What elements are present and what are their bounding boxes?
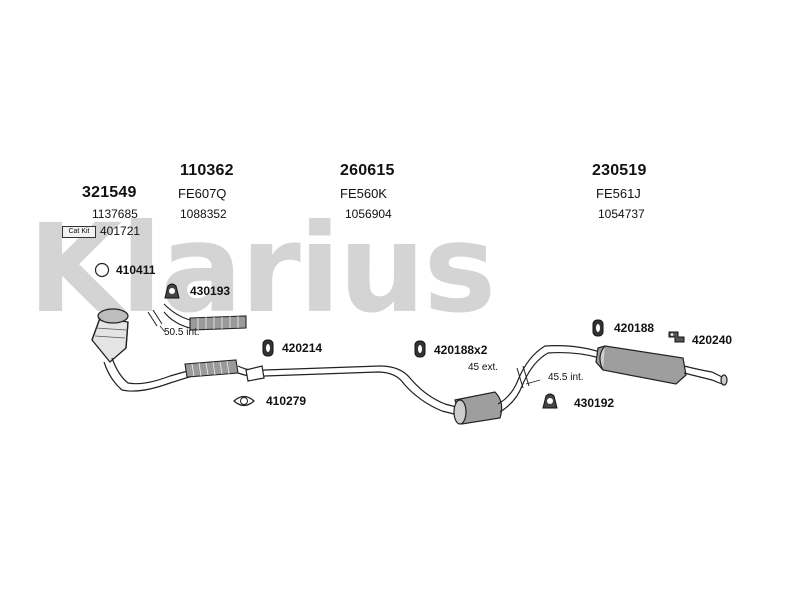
group-1-part-number: 321549	[82, 184, 137, 201]
front-join-note: 50.5 int.	[164, 327, 200, 338]
group-4-reference: 1054737	[598, 207, 645, 221]
ring-gasket-icon	[94, 262, 110, 278]
group-4-code: FE561J	[596, 186, 641, 201]
group-1-reference: 1137685	[92, 207, 138, 221]
tail-pipe	[683, 365, 728, 386]
fitting-430192: 430192	[574, 396, 615, 410]
join-markers	[147, 309, 541, 389]
fitting-420188: 420188	[614, 321, 655, 335]
flange-gasket-icon	[233, 395, 255, 407]
fitting-420214: 420214	[282, 341, 323, 355]
centre-pipe	[237, 365, 461, 416]
group-2-reference: 1088352	[180, 207, 227, 221]
front-pipe	[103, 357, 206, 392]
catalytic-converter	[91, 308, 129, 363]
group-2-code: FE607Q	[178, 186, 227, 201]
rubber-hanger-icon	[414, 340, 426, 358]
rear-join-ext-note: 45 ext.	[468, 362, 499, 373]
fitting-410411: 410411	[116, 263, 156, 277]
rubber-mount-icon	[542, 393, 558, 409]
bracket-icon	[668, 331, 685, 343]
group-3-code: FE560K	[340, 186, 387, 201]
rear-join-int-note: 45.5 int.	[548, 372, 584, 383]
rubber-mount-icon	[164, 283, 180, 299]
fitting-410279: 410279	[266, 394, 307, 408]
group-4-part-number: 230519	[592, 162, 647, 179]
cat-kit-part-number: 401721	[100, 224, 141, 238]
flexi-section-lower	[184, 359, 239, 378]
rubber-hanger-icon	[262, 339, 274, 357]
rear-silencer	[595, 345, 687, 385]
rubber-hanger-icon	[592, 319, 604, 337]
cat-kit-label: Cat Kit	[62, 226, 96, 238]
fitting-420240: 420240	[692, 333, 733, 347]
fitting-420188x2: 420188x2	[434, 343, 488, 357]
fitting-430193: 430193	[190, 284, 231, 298]
flexi-section-upper	[163, 303, 247, 331]
group-3-reference: 1056904	[345, 207, 392, 221]
group-3-part-number: 260615	[340, 162, 395, 179]
centre-silencer	[453, 391, 503, 425]
group-2-part-number: 110362	[180, 162, 234, 179]
mid-pipe	[497, 345, 601, 413]
